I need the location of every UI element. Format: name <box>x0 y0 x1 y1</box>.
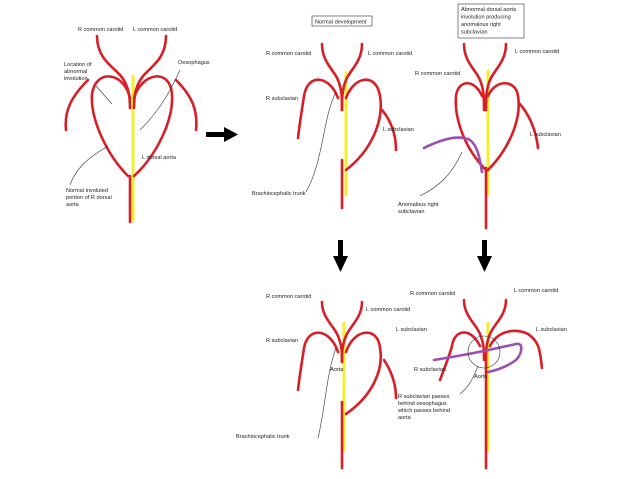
d1-normal-invol-label-2: portion of R dorsal <box>66 195 112 201</box>
d3-title-2: involution producing <box>461 15 511 21</box>
right-arch-vessel <box>438 331 482 382</box>
r-common-carotid-vessel <box>95 34 132 110</box>
left-arch-vessel <box>132 75 174 178</box>
l-common-carotid-vessel <box>484 298 508 362</box>
r-common-carotid-vessel <box>320 300 344 364</box>
d5-r-carotid-label: R common carotid <box>410 291 455 297</box>
diagram-normal-adult: R common carotid L common carotid L subc… <box>236 294 427 470</box>
diagram-normal: Normal development R common carotid L co… <box>252 15 414 210</box>
d2-brachio-label: Brachiocephalic trunk <box>252 191 306 197</box>
d4-l-sub-label: L subclavian <box>396 327 427 333</box>
d3-title-4: subclavian <box>461 30 487 36</box>
left-arch-vessel <box>344 331 383 416</box>
l-common-carotid-vessel <box>132 34 168 110</box>
arrow-down-left <box>333 240 348 272</box>
diagram-abnormal: Abnormal dorsal aorta involution produci… <box>398 3 561 230</box>
d1-r-carotid-label: R common carotid <box>78 27 123 33</box>
d5-l-sub-label: L subclavian <box>536 327 567 333</box>
d3-anom-label-2: subclavian <box>398 209 424 215</box>
d5-l-carotid-label: L common carotid <box>514 288 558 294</box>
d5-note-3: which passes behind <box>397 408 450 414</box>
l-seventh-segment-vessel <box>174 78 198 132</box>
diagram-abnormal-adult: R common carotid L common carotid L subc… <box>397 288 567 470</box>
d2-r-carotid-label: R common carotid <box>266 51 311 57</box>
l-common-carotid-vessel <box>484 42 508 112</box>
arrow-right <box>206 127 238 142</box>
diagram-initial: R common carotid L common carotid Locati… <box>64 27 210 224</box>
d3-l-sub-label: L subclavian <box>530 132 561 138</box>
r-seventh-segment-vessel <box>64 78 90 132</box>
d3-anom-label-1: Anomalous right <box>398 202 439 208</box>
crossing-highlight <box>467 335 501 369</box>
brachio-leader <box>305 91 337 193</box>
left-arch-vessel <box>488 329 544 370</box>
d4-brachio-label: Brachiocephalic trunk <box>236 434 290 440</box>
d1-oesophagus-label: Oesophagus <box>178 60 210 66</box>
r-common-carotid-vessel <box>462 42 486 112</box>
r-subclavian-vessel <box>296 78 340 140</box>
d5-note-2: behind oesophagus <box>398 401 447 407</box>
d4-aorta-label: Aorta <box>330 367 344 373</box>
d2-l-sub-label: L subclavian <box>383 127 414 133</box>
d1-location-label-1: Location of <box>64 62 92 68</box>
l-common-carotid-vessel <box>340 42 364 112</box>
l-subclavian-vessel <box>380 108 398 152</box>
d2-title-box <box>311 15 373 27</box>
d3-title-box <box>457 3 525 39</box>
d1-normal-invol-label-1: Normal involuted <box>66 188 108 194</box>
note-leader <box>459 365 479 395</box>
d3-title-3: anomalous right <box>461 22 501 28</box>
d5-r-sub-label: R subclavian <box>414 367 446 373</box>
l-subclavian-vessel <box>518 102 540 150</box>
right-arch-vessel <box>454 81 488 172</box>
d2-r-sub-label: R subclavian <box>266 96 298 102</box>
l-common-carotid-vessel <box>340 300 364 364</box>
r-subclavian-vessel <box>296 331 340 392</box>
d1-l-carotid-label: L common carotid <box>133 27 177 33</box>
r-common-carotid-vessel <box>320 42 344 112</box>
anomalous-r-subclavian-vessel <box>422 136 484 174</box>
anomalous-r-subclavian-vessel <box>432 342 523 374</box>
d4-r-carotid-label: R common carotid <box>266 294 311 300</box>
left-arch-vessel <box>344 78 383 172</box>
left-arch-vessel <box>486 81 520 172</box>
d5-note-4: aorta <box>398 415 412 421</box>
d2-title: Normal development <box>315 20 367 26</box>
d2-l-carotid-label: L common carotid <box>368 51 412 57</box>
d1-l-dorsal-label: L dorsal aorta <box>142 155 177 161</box>
d3-title-1: Abnormal dorsal aorta <box>461 7 517 13</box>
d1-normal-invol-label-3: aorta <box>66 202 80 208</box>
right-arch-vessel <box>90 75 132 178</box>
anom-leader <box>419 151 463 197</box>
d5-aorta-label: Aorta <box>474 374 488 380</box>
d4-l-carotid-label: L common carotid <box>366 307 410 313</box>
d4-r-sub-label: R subclavian <box>266 338 298 344</box>
brachio-leader <box>317 347 337 439</box>
d5-note-1: R subclavian passes <box>398 394 450 400</box>
location-leader <box>95 85 113 105</box>
d1-location-label-2: abnormal <box>64 69 87 75</box>
l-subclavian-vessel <box>382 358 398 400</box>
oesophagus-leader <box>139 69 181 131</box>
d3-l-carotid-label: L common carotid <box>515 49 559 55</box>
arrow-down-right <box>477 240 492 272</box>
d3-r-carotid-label: R common carotid <box>415 71 460 77</box>
normal-involution-leader <box>69 145 109 186</box>
d1-location-label-3: involution <box>64 76 88 82</box>
